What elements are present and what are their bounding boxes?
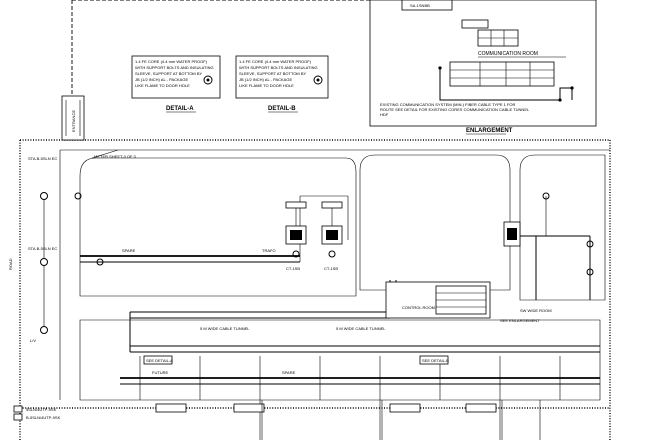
meter-pointer: METER SHEET-3 OF 3: [91, 149, 137, 159]
ct-label-a: CT-1SB: [286, 266, 300, 271]
fiber-label-b: STA.B-5SLN EC: [28, 246, 57, 251]
detail-a-note-1: 1.4 FE CORE (4.4 mm WATER PROOF): [135, 59, 208, 64]
ground-bus-upper: SPARE: [80, 195, 349, 263]
detail-b-note-2: WITH SUPPORT BOLTS AND INSULATING: [239, 65, 318, 70]
enlargement-note-1: EXISTING COMMUNICATION SYSTEM (MIN.) FIB…: [380, 102, 516, 107]
control-room: CONTROL ROOM: [385, 281, 491, 319]
legend-item-a: 5SLN/4UTP-9SK: [26, 407, 57, 412]
ct-label-b: CT-1SB: [324, 266, 338, 271]
meter-label: METER SHEET-3 OF 3: [94, 154, 137, 159]
enlargement-note-3: HDF: [380, 112, 389, 117]
pointer-detail-a: SEE DETAIL-A: [146, 358, 173, 363]
cable-tunnel-label-a: 5 M WIDE CABLE TUNNEL: [200, 326, 250, 331]
cable-tunnel: 5 M WIDE CABLE TUNNEL 5 M WIDE CABLE TUN…: [129, 280, 600, 353]
detail-b: 1.4 FE CORE (4.4 mm WATER PROOF) WITH SU…: [235, 55, 329, 113]
enlargement-title: ENLARGEMENT: [466, 128, 513, 134]
right-equipment: [503, 192, 594, 300]
detail-b-note-1: 1.4 FE CORE (4.4 mm WATER PROOF): [239, 59, 312, 64]
detail-a-note-5: LIKE FLAME TO DOOR HOLE: [135, 83, 190, 88]
detail-b-title: DETAIL-B: [268, 106, 296, 112]
communication-room-title: COMMUNICATION ROOM: [478, 51, 538, 57]
detail-a-note-2: WITH SUPPORT BOLTS AND INSULATING: [135, 65, 214, 70]
cable-tunnel-label-b: 5 M WIDE CABLE TUNNEL: [336, 326, 386, 331]
entrance-label: ENTRANCE: [71, 110, 76, 132]
transformer-bays: CT-1SB CT-1SB TRAFO: [262, 201, 343, 271]
road-label: ROAD: [8, 258, 13, 270]
control-room-label: CONTROL ROOM: [402, 305, 435, 310]
see-enlargement-label: SEE ENLARGEMENT: [500, 318, 540, 323]
ground-bus-lower: FUTURE SPARE: [120, 356, 600, 440]
fiber-label-a: STA.B-5SLN EC: [28, 156, 57, 161]
detail-b-note-5: LIKE FLAME TO DOOR HOLE: [239, 83, 294, 88]
enlargement-note-2: ROUTE SEE DETAIL FOR EXISTING CORES COMM…: [380, 107, 530, 112]
enlargement-top-label: SA-1SNBB: [410, 3, 430, 8]
detail-b-note-4: JB (1/2 INCH) AL - PACKAGE: [239, 77, 292, 82]
lv-label: L/V: [30, 338, 36, 343]
transformer-label: TRAFO: [262, 248, 276, 253]
spare-label-upper: SPARE: [122, 248, 136, 253]
detail-a-title: DETAIL-A: [166, 106, 194, 112]
entrance-road: ENTRANCE ROAD: [8, 95, 85, 270]
legend: 5SLN/4UTP-9SK B-5SLN/4UTP-9SK: [13, 405, 61, 421]
legend-item-b: B-5SLN/4UTP-9SK: [26, 415, 61, 420]
switchyard-outline: [59, 149, 610, 401]
future-label: FUTURE: [152, 370, 169, 375]
spare-label-lower: SPARE: [282, 370, 296, 375]
detail-a: 1.4 FE CORE (4.4 mm WATER PROOF) WITH SU…: [131, 55, 221, 113]
sw-room-label: SW WIDE ROOM: [520, 308, 552, 313]
detail-a-note-4: JB (1/2 INCH) AL - PACKAGE: [135, 77, 188, 82]
property-fence: [19, 0, 611, 440]
pointer-detail-b: SEE DETAIL-B: [422, 358, 449, 363]
detail-b-note-3: SLEEVE, SUPPORT AT BOTTOM BY: [239, 71, 307, 76]
enlargement-communication-room: SA-1SNBB COMMUNICATION ROOM EXISTING COM…: [369, 0, 597, 135]
left-light-poles: STA.B-5SLN EC STA.B-5SLN EC L/V: [28, 156, 104, 343]
detail-pointers: SEE DETAIL-A SEE DETAIL-B: [143, 355, 497, 413]
detail-a-note-3: SLEEVE, SUPPORT AT BOTTOM BY: [135, 71, 203, 76]
outgoing-cables: [261, 400, 541, 440]
